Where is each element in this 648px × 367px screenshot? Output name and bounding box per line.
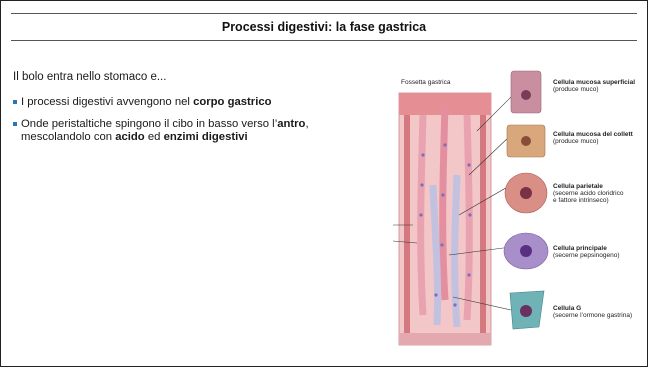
gland-base <box>399 333 491 345</box>
pit-label: Fossetta gastrica <box>401 79 451 86</box>
cell-desc: (produce muco) <box>553 86 635 93</box>
cell-images <box>504 71 548 329</box>
cell-desc: (produce muco) <box>553 138 633 145</box>
bullet-list: I processi digestivi avvengono nel corpo… <box>13 96 373 153</box>
bullet-bold: antro <box>277 118 305 130</box>
cell-desc: (secerne pepsinogeno) <box>553 252 620 259</box>
gastric-gland-figure: Fossetta gastrica Cellula mucosa superfi… <box>393 65 643 355</box>
bullet-text: Onde peristaltiche spingono il cibo in b… <box>21 118 277 130</box>
cell-caption: Cellula principale (secerne pepsinogeno) <box>553 245 620 259</box>
cell-title: Cellula parietale <box>553 183 623 190</box>
cell-title: Cellula G <box>553 305 632 312</box>
cell-desc: e fattore intrinseco) <box>553 197 623 204</box>
cell-desc: (secerne acido cloridrico <box>553 190 623 197</box>
bullet-bold: enzimi digestivi <box>164 131 248 143</box>
cell-caption: Cellula G (secerne l’ormone gastrina) <box>553 305 632 319</box>
slide-title: Processi digestivi: la fase gastrica <box>11 13 637 41</box>
bullet-text: I processi digestivi avvengono nel <box>21 96 193 108</box>
bullet-marker <box>13 122 17 126</box>
bullet-bold: acido <box>115 131 145 143</box>
bullet-item: I processi digestivi avvengono nel corpo… <box>13 96 373 109</box>
cell-caption: Cellula mucosa superficial (produce muco… <box>553 79 635 93</box>
cell-title: Cellula principale <box>553 245 620 252</box>
intro-text: Il bolo entra nello stomaco e... <box>13 71 166 83</box>
cell-title: Cellula mucosa del collett <box>553 131 633 138</box>
bullet-bold: corpo gastrico <box>193 96 271 108</box>
cell-desc: (secerne l’ormone gastrina) <box>553 312 632 319</box>
bullet-marker <box>13 100 17 104</box>
bullet-item: Onde peristaltiche spingono il cibo in b… <box>13 118 373 144</box>
cell-caption: Cellula mucosa del collett (produce muco… <box>553 131 633 145</box>
cell-caption: Cellula parietale (secerne acido cloridr… <box>553 183 623 204</box>
bullet-text: ed <box>145 131 164 143</box>
cell-title: Cellula mucosa superficial <box>553 79 635 86</box>
